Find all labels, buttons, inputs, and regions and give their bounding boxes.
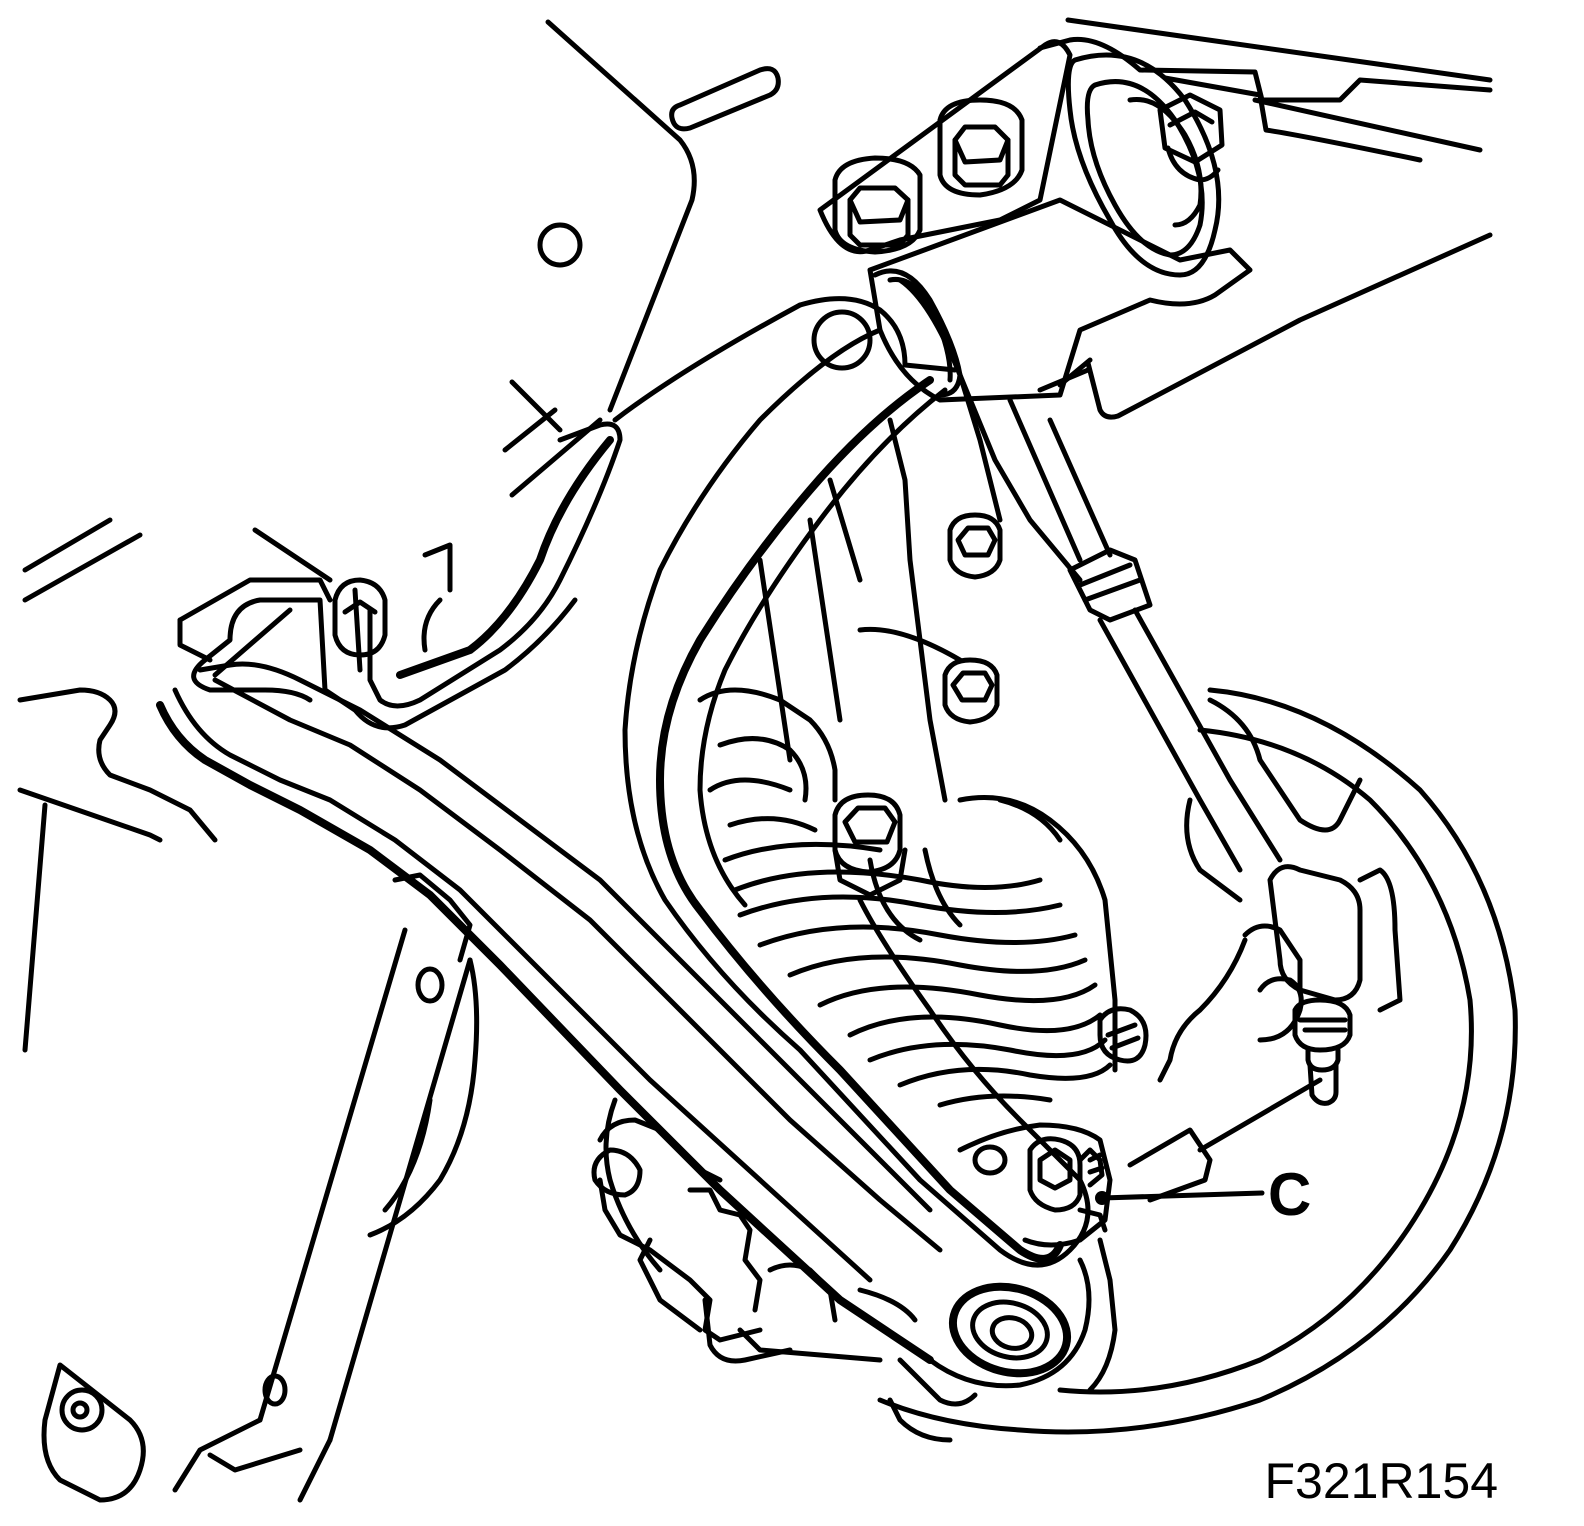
tie-rod [1007, 397, 1363, 873]
brake-disc [367, 626, 1518, 1443]
lower-control-arm [156, 661, 1092, 1407]
figure-number: F321R154 [1265, 1453, 1499, 1509]
upper-control-arm [177, 277, 1091, 1268]
callout-c-leader-line [1099, 1190, 1265, 1201]
callout-c-dot [1095, 1191, 1109, 1205]
upper-mount-bracket [817, 39, 1253, 403]
knuckle-assembly [591, 1117, 918, 1364]
callout-c: C [1095, 1161, 1311, 1228]
callout-c-label: C [1268, 1161, 1311, 1228]
ball-joint [1157, 797, 1403, 1153]
arm-fasteners [832, 512, 1149, 1064]
chassis-outline [17, 17, 1493, 1053]
subframe-lower [41, 872, 473, 1503]
lower-bracket [957, 1122, 1213, 1393]
shock-absorber [697, 477, 1118, 1108]
